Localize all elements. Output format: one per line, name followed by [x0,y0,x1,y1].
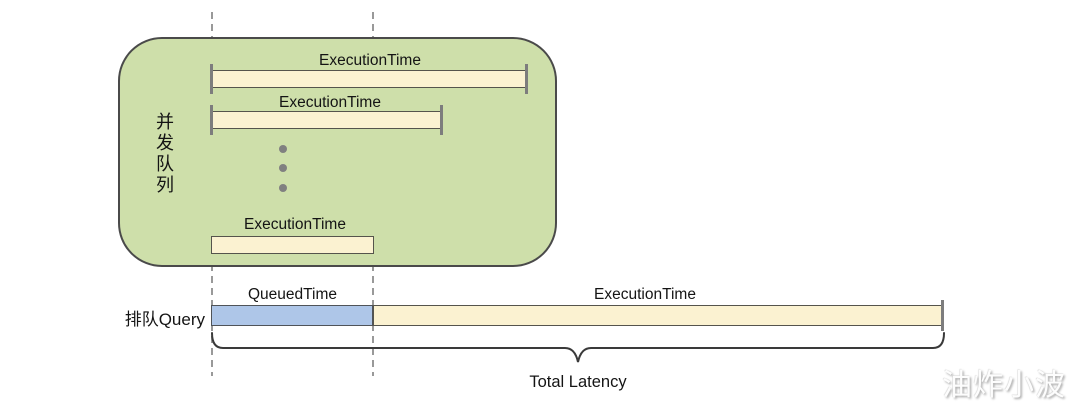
execution-time-label-1: ExecutionTime [319,52,421,69]
ellipsis-dot [279,145,287,153]
execution-time-label-bottom: ExecutionTime [594,286,696,303]
queued-time-bar [211,305,373,326]
total-latency-label: Total Latency [529,373,627,391]
bar-end-cap [210,105,213,135]
bar-end-cap [525,64,528,94]
execution-time-label-3: ExecutionTime [244,216,346,233]
execution-time-bar-2 [211,111,442,129]
ellipsis-dot [279,184,287,192]
total-latency-brace [211,332,945,363]
concurrent-queue-label: 并发队列 [154,112,174,196]
execution-time-bar-1 [211,70,527,88]
queued-time-label: QueuedTime [247,286,338,303]
queued-query-row-label: 排队Query [124,310,205,329]
execution-time-bar-bottom [373,305,943,326]
execution-time-bar-3 [211,236,374,254]
ellipsis-dot [279,164,287,172]
watermark: 油炸小波 [942,369,1066,402]
execution-time-label-2: ExecutionTime [279,94,381,111]
bar-end-cap [440,105,443,135]
bar-end-cap [941,300,944,331]
bar-end-cap [210,64,213,94]
